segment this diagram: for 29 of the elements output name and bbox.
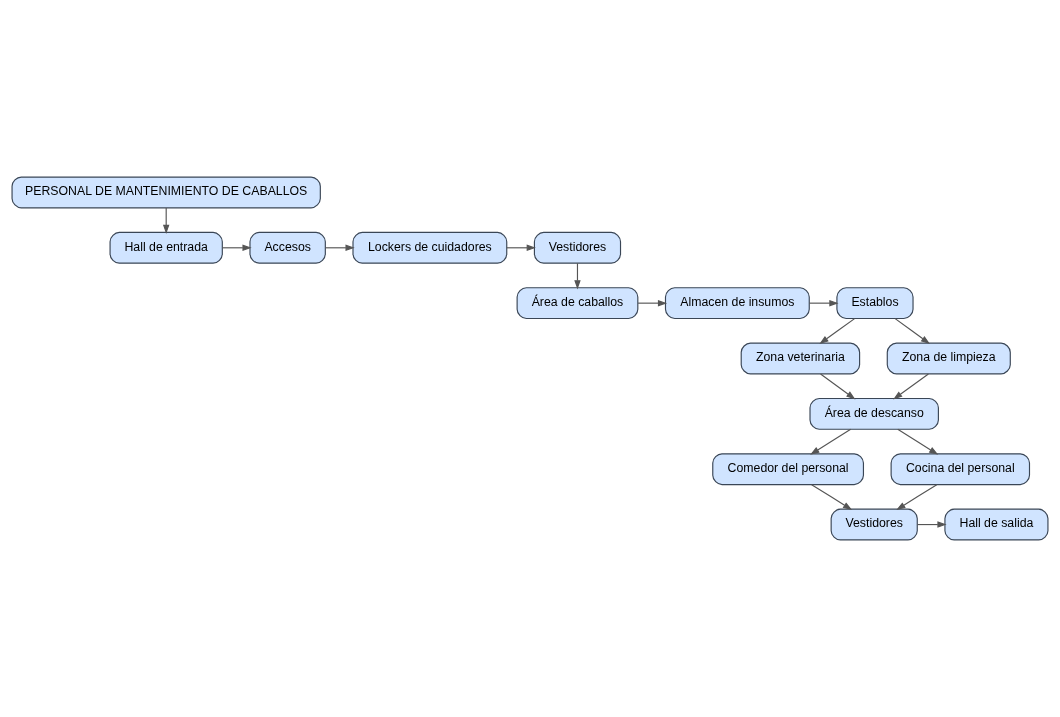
- node-box: Lockers de cuidadores: [352, 231, 508, 264]
- arrow: [820, 373, 856, 400]
- node-box: Área de caballos: [516, 287, 639, 320]
- arrow: [637, 299, 668, 307]
- arrow: [221, 244, 252, 252]
- node-box: Vestidores: [533, 231, 622, 264]
- node-box: Comedor del personal: [712, 453, 865, 486]
- node-box: Hall de entrada: [109, 231, 223, 264]
- node-box: Zona veterinaria: [740, 342, 861, 375]
- arrow: [506, 244, 536, 252]
- node-box: Zona de limpieza: [886, 342, 1011, 375]
- arrow: [819, 318, 856, 345]
- node-box: Hall de salida: [944, 508, 1049, 541]
- node-box: Establos: [836, 287, 914, 320]
- arrow: [897, 428, 939, 455]
- node-box: Accesos: [249, 231, 326, 264]
- arrow: [894, 318, 931, 345]
- arrow: [893, 373, 929, 400]
- node-box: PERSONAL DE MANTENIMIENTO DE CABALLOS: [11, 176, 321, 209]
- node-box: Almacen de insumos: [664, 287, 810, 320]
- arrow: [896, 484, 938, 511]
- arrow: [810, 428, 852, 455]
- node-box: Cocina del personal: [890, 453, 1031, 486]
- node-box: Área de descanso: [809, 397, 939, 430]
- arrow: [916, 521, 947, 528]
- node-box: Vestidores: [830, 508, 918, 541]
- arrow: [808, 299, 839, 307]
- arrow: [811, 484, 853, 511]
- arrow: [324, 244, 355, 252]
